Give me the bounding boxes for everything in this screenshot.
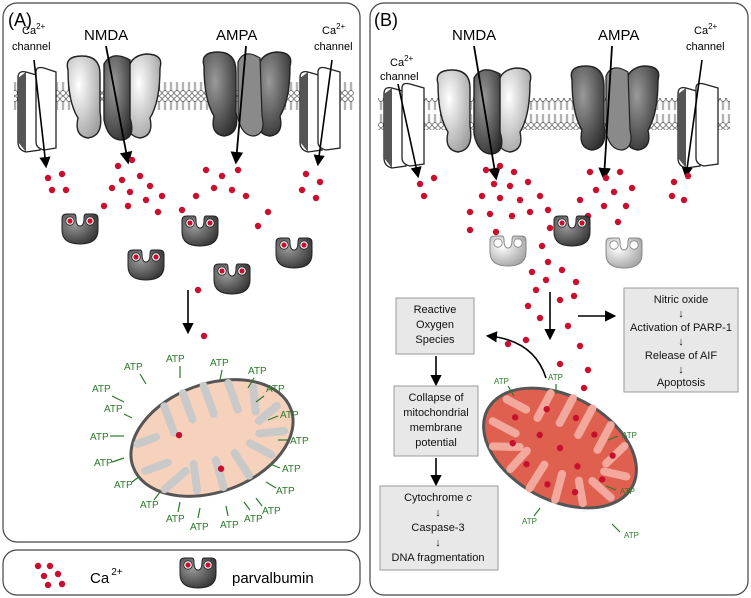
atp-label: ATP: [114, 480, 133, 491]
membrane-b: [378, 98, 730, 130]
arrow-ca-right-a: [313, 59, 333, 167]
ampa-label-a: AMPA: [216, 27, 257, 44]
ca-channel-label-left-a: Ca2+ channel: [12, 22, 51, 53]
nmda-label-b: NMDA: [452, 27, 496, 44]
atp-label: ATP: [276, 486, 295, 497]
atp-label: ATP: [244, 514, 263, 525]
svg-text:Species: Species: [415, 334, 455, 346]
svg-text:Cytochrome c: Cytochrome c: [404, 492, 472, 504]
ros-box: Reactive Oxygen Species: [395, 297, 475, 355]
panel-a-label: (A): [8, 10, 32, 30]
atp-label: ATP: [140, 500, 159, 511]
svg-text:channel: channel: [314, 41, 353, 53]
atp-label: ATP: [210, 358, 229, 369]
panel-b-label: (B): [374, 10, 398, 30]
atp-label: ATP: [622, 431, 637, 440]
ca-channel-right-b: [677, 82, 719, 169]
collapse-box: Collapse of mitochondrial membrane poten…: [393, 385, 479, 457]
svg-text:potential: potential: [415, 437, 457, 449]
ampa-receptor-b: [570, 65, 660, 151]
legend-calcium-dots: [34, 562, 66, 589]
svg-text:Activation of PARP-1: Activation of PARP-1: [630, 322, 732, 334]
svg-text:↓: ↓: [678, 364, 684, 376]
mitochondrion-b: [482, 386, 638, 510]
atp-label: ATP: [92, 384, 111, 395]
arrow-ca-left-b: [397, 83, 422, 179]
atp-label: ATP: [290, 436, 309, 447]
atp-ticks-b: [507, 384, 621, 533]
ca-channel-label-right-a: Ca2+ channel: [314, 22, 353, 53]
arrow-nmda-a: [105, 45, 133, 165]
atp-label: ATP: [166, 514, 185, 525]
svg-text:Ca2+: Ca2+: [390, 54, 414, 69]
atp-label: ATP: [494, 377, 509, 386]
arrow-mito-to-ros-b: [485, 331, 547, 379]
atp-label: ATP: [624, 531, 639, 540]
atp-label: ATP: [262, 506, 281, 517]
ca-channel-left-a: [17, 66, 57, 153]
svg-text:Collapse of: Collapse of: [408, 392, 464, 404]
atp-label: ATP: [94, 458, 113, 469]
svg-text:channel: channel: [380, 71, 419, 83]
svg-text:Apoptosis: Apoptosis: [657, 377, 706, 389]
nmda-label-a: NMDA: [84, 27, 128, 44]
svg-text:mitochondrial: mitochondrial: [403, 407, 468, 419]
ca-channel-left-b: [383, 82, 425, 169]
nmda-receptor-b: [436, 67, 532, 155]
atp-label: ATP: [220, 520, 239, 531]
svg-text:↓: ↓: [678, 308, 684, 320]
calcium-ions-a: [44, 156, 324, 340]
arrow-nmda-b: [473, 45, 501, 181]
svg-text:Reactive: Reactive: [414, 304, 457, 316]
svg-text:Nitric oxide: Nitric oxide: [654, 294, 708, 306]
svg-text:channel: channel: [686, 41, 725, 53]
svg-text:Release of AIF: Release of AIF: [645, 350, 717, 362]
ampa-label-b: AMPA: [598, 27, 639, 44]
atp-labels-a: ATP ATP ATP ATP ATP ATP ATP ATP ATP ATP …: [90, 354, 309, 533]
svg-text:Caspase-3: Caspase-3: [411, 522, 464, 534]
ca-channel-right-a: [299, 66, 341, 153]
arrow-ampa-b: [598, 45, 613, 181]
legend-parvalbumin-label: parvalbumin: [232, 570, 314, 587]
ca-channel-label-right-b: Ca2+ channel: [686, 22, 725, 53]
atp-label: ATP: [522, 517, 537, 526]
nitric-oxide-box: Nitric oxide ↓ Activation of PARP-1 ↓ Re…: [623, 287, 739, 393]
mitochondrion-a: [129, 378, 295, 498]
arrow-ampa-a: [230, 45, 247, 165]
atp-labels-b: ATP ATP ATP ATP ATP ATP: [494, 373, 639, 540]
panel-a: (A) NMDA AMPA Ca2+: [2, 2, 361, 543]
atp-label: ATP: [190, 522, 209, 533]
svg-text:DNA fragmentation: DNA fragmentation: [392, 552, 485, 564]
svg-text:channel: channel: [12, 41, 51, 53]
arrow-ca-right-b: [681, 59, 703, 179]
nmda-receptor-a: [66, 53, 162, 141]
atp-label: ATP: [282, 464, 301, 475]
svg-text:Ca2+: Ca2+: [694, 22, 718, 37]
panel-b: (B) NMDA AMPA Ca2+ channel: [369, 2, 749, 596]
arrow-ca-left-a: [33, 59, 51, 169]
svg-text:Ca2+: Ca2+: [322, 22, 346, 37]
atp-label: ATP: [124, 362, 143, 373]
cascade-box: Cytochrome c ↓ Caspase-3 ↓ DNA fragmenta…: [379, 485, 499, 571]
atp-label: ATP: [266, 384, 285, 395]
ampa-receptor-a: [202, 51, 292, 137]
svg-text:Ca2+: Ca2+: [22, 22, 46, 37]
atp-label: ATP: [104, 404, 123, 415]
svg-text:Oxygen: Oxygen: [416, 319, 454, 331]
atp-label: ATP: [166, 354, 185, 365]
ca-channel-label-left-b: Ca2+ channel: [380, 54, 419, 83]
atp-label: ATP: [280, 410, 299, 421]
atp-label: ATP: [548, 373, 563, 382]
svg-text:↓: ↓: [435, 537, 441, 549]
svg-text:membrane: membrane: [410, 422, 463, 434]
svg-text:↓: ↓: [678, 336, 684, 348]
atp-label: ATP: [248, 366, 267, 377]
atp-ticks-a: [110, 366, 288, 519]
atp-label: ATP: [620, 487, 635, 496]
atp-label: ATP: [90, 432, 109, 443]
svg-text:↓: ↓: [435, 507, 441, 519]
